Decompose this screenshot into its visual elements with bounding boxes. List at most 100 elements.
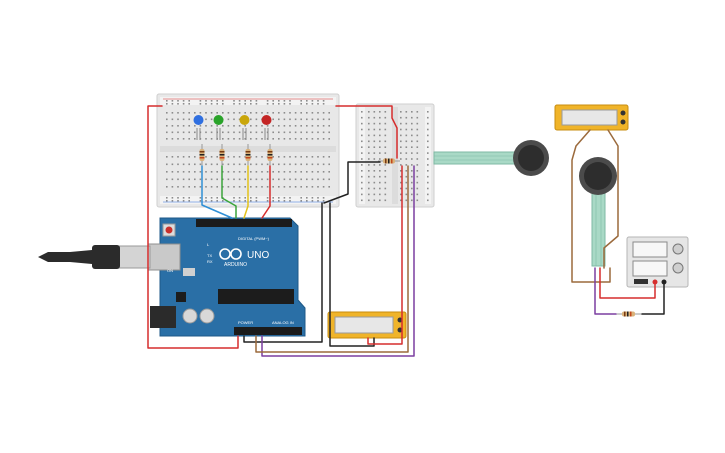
breadboard-hole <box>289 163 291 166</box>
breadboard-hole <box>233 178 235 181</box>
wire-brown-1[interactable] <box>255 165 409 353</box>
wire-black-small[interactable] <box>323 161 381 204</box>
wire-black-gnd[interactable] <box>243 202 323 343</box>
breadboard-hole <box>182 178 185 181</box>
resistor-led-1[interactable] <box>199 144 205 166</box>
breadboard-hole <box>216 163 218 166</box>
resistor-fsr-2[interactable] <box>616 311 642 317</box>
breadboard-hole <box>244 171 246 173</box>
breadboard-hole <box>379 193 381 196</box>
breadboard-hole <box>416 158 419 160</box>
led-green[interactable] <box>213 115 224 140</box>
breadboard-hole <box>177 103 179 105</box>
breadboard-hole <box>233 171 235 173</box>
breadboard-hole <box>233 112 235 114</box>
breadboard-hole <box>182 100 185 102</box>
breadboard-hole <box>182 156 185 158</box>
led-yellow[interactable] <box>239 115 250 140</box>
breadboard-hole <box>238 112 241 114</box>
lcd-display-2[interactable] <box>327 311 407 339</box>
breadboard-hole <box>182 138 185 140</box>
breadboard-hole <box>182 131 185 134</box>
breadboard-hole <box>322 186 325 188</box>
wire-brown-right[interactable] <box>571 129 611 283</box>
breadboard-hole <box>361 152 363 154</box>
l-led-label: L <box>207 242 210 247</box>
breadboard-hole <box>222 186 224 188</box>
breadboard-hole <box>166 118 168 121</box>
breadboard-hole <box>177 131 179 134</box>
breadboard-hole <box>300 118 302 121</box>
wire-blue-led[interactable] <box>201 165 233 219</box>
small-breadboard[interactable] <box>355 103 435 208</box>
breadboard-hole <box>238 131 241 134</box>
power-supply[interactable] <box>626 236 689 288</box>
power-analog-header[interactable] <box>234 327 302 335</box>
led-green-body <box>213 115 224 125</box>
breadboard-hole <box>405 146 408 148</box>
breadboard-hole <box>205 112 207 114</box>
wire-black-lcd[interactable] <box>329 202 375 347</box>
wire-black-right[interactable] <box>641 283 665 315</box>
wire-yellow-led[interactable] <box>243 165 249 219</box>
breadboard-hole <box>300 186 302 188</box>
force-sensor-2[interactable] <box>579 157 617 267</box>
breadboard-hole <box>278 138 280 140</box>
resistor-led-4[interactable] <box>267 144 273 166</box>
led-red[interactable] <box>261 115 272 140</box>
breadboard-hole <box>177 112 179 114</box>
breadboard-hole <box>416 199 419 202</box>
breadboard-hole <box>238 200 241 202</box>
breadboard-hole <box>400 128 402 131</box>
wire-purple-1[interactable] <box>261 165 415 357</box>
wire-purple-right[interactable] <box>594 267 617 315</box>
breadboard-hole <box>427 164 429 166</box>
led-blue[interactable] <box>193 115 204 140</box>
breadboard-hole <box>300 197 302 199</box>
breadboard-hole <box>233 100 235 102</box>
breadboard-hole <box>266 197 269 199</box>
breadboard-hole <box>373 199 376 202</box>
wire-green-led[interactable] <box>221 165 237 219</box>
breadboard-hole <box>361 170 363 172</box>
breadboard-hole <box>373 170 376 172</box>
usb-port[interactable] <box>147 243 181 271</box>
breadboard-hole <box>311 186 314 188</box>
force-sensor-1[interactable] <box>433 140 549 176</box>
digital-header[interactable] <box>196 219 292 227</box>
breadboard-hole <box>250 112 252 114</box>
breadboard-hole <box>311 125 314 127</box>
power-jack[interactable] <box>150 306 176 328</box>
wire-red-lcd[interactable] <box>367 165 403 345</box>
breadboard-hole <box>361 128 363 131</box>
resistor-fsr-1[interactable] <box>378 158 400 164</box>
breadboard-hole <box>205 163 207 166</box>
wire-red-5v[interactable] <box>147 105 239 349</box>
breadboard-hole <box>255 118 258 121</box>
breadboard-hole <box>373 146 376 148</box>
wire-red-top[interactable] <box>335 105 398 159</box>
arduino-uno-board[interactable]: ARDUINO UNO DIGITAL (PWM~) POWER ANALOG … <box>147 217 306 337</box>
breadboard-hole <box>405 158 408 160</box>
wires <box>147 105 665 357</box>
breadboard-hole <box>250 156 252 158</box>
breadboard-hole <box>255 163 258 166</box>
crystal <box>183 268 195 276</box>
breadboard-hole <box>166 163 168 166</box>
breadboard-hole <box>361 175 363 178</box>
wire-brown-lcd1[interactable] <box>603 129 619 269</box>
breadboard-hole <box>250 103 252 105</box>
breadboard-hole <box>255 178 258 181</box>
breadboard-hole <box>317 171 319 173</box>
breadboard-hole <box>210 103 213 105</box>
breadboard-hole <box>289 138 291 140</box>
resistor-led-3[interactable] <box>245 144 251 166</box>
breadboard-hole <box>311 178 314 181</box>
lcd-display-1[interactable] <box>554 104 629 131</box>
resistor-led-2[interactable] <box>219 144 225 166</box>
breadboard-hole <box>294 125 297 127</box>
wire-red-right[interactable] <box>599 267 656 299</box>
usb-cable[interactable] <box>38 245 151 269</box>
breadboard-hole <box>199 186 202 188</box>
wire-red-led[interactable] <box>261 165 271 219</box>
